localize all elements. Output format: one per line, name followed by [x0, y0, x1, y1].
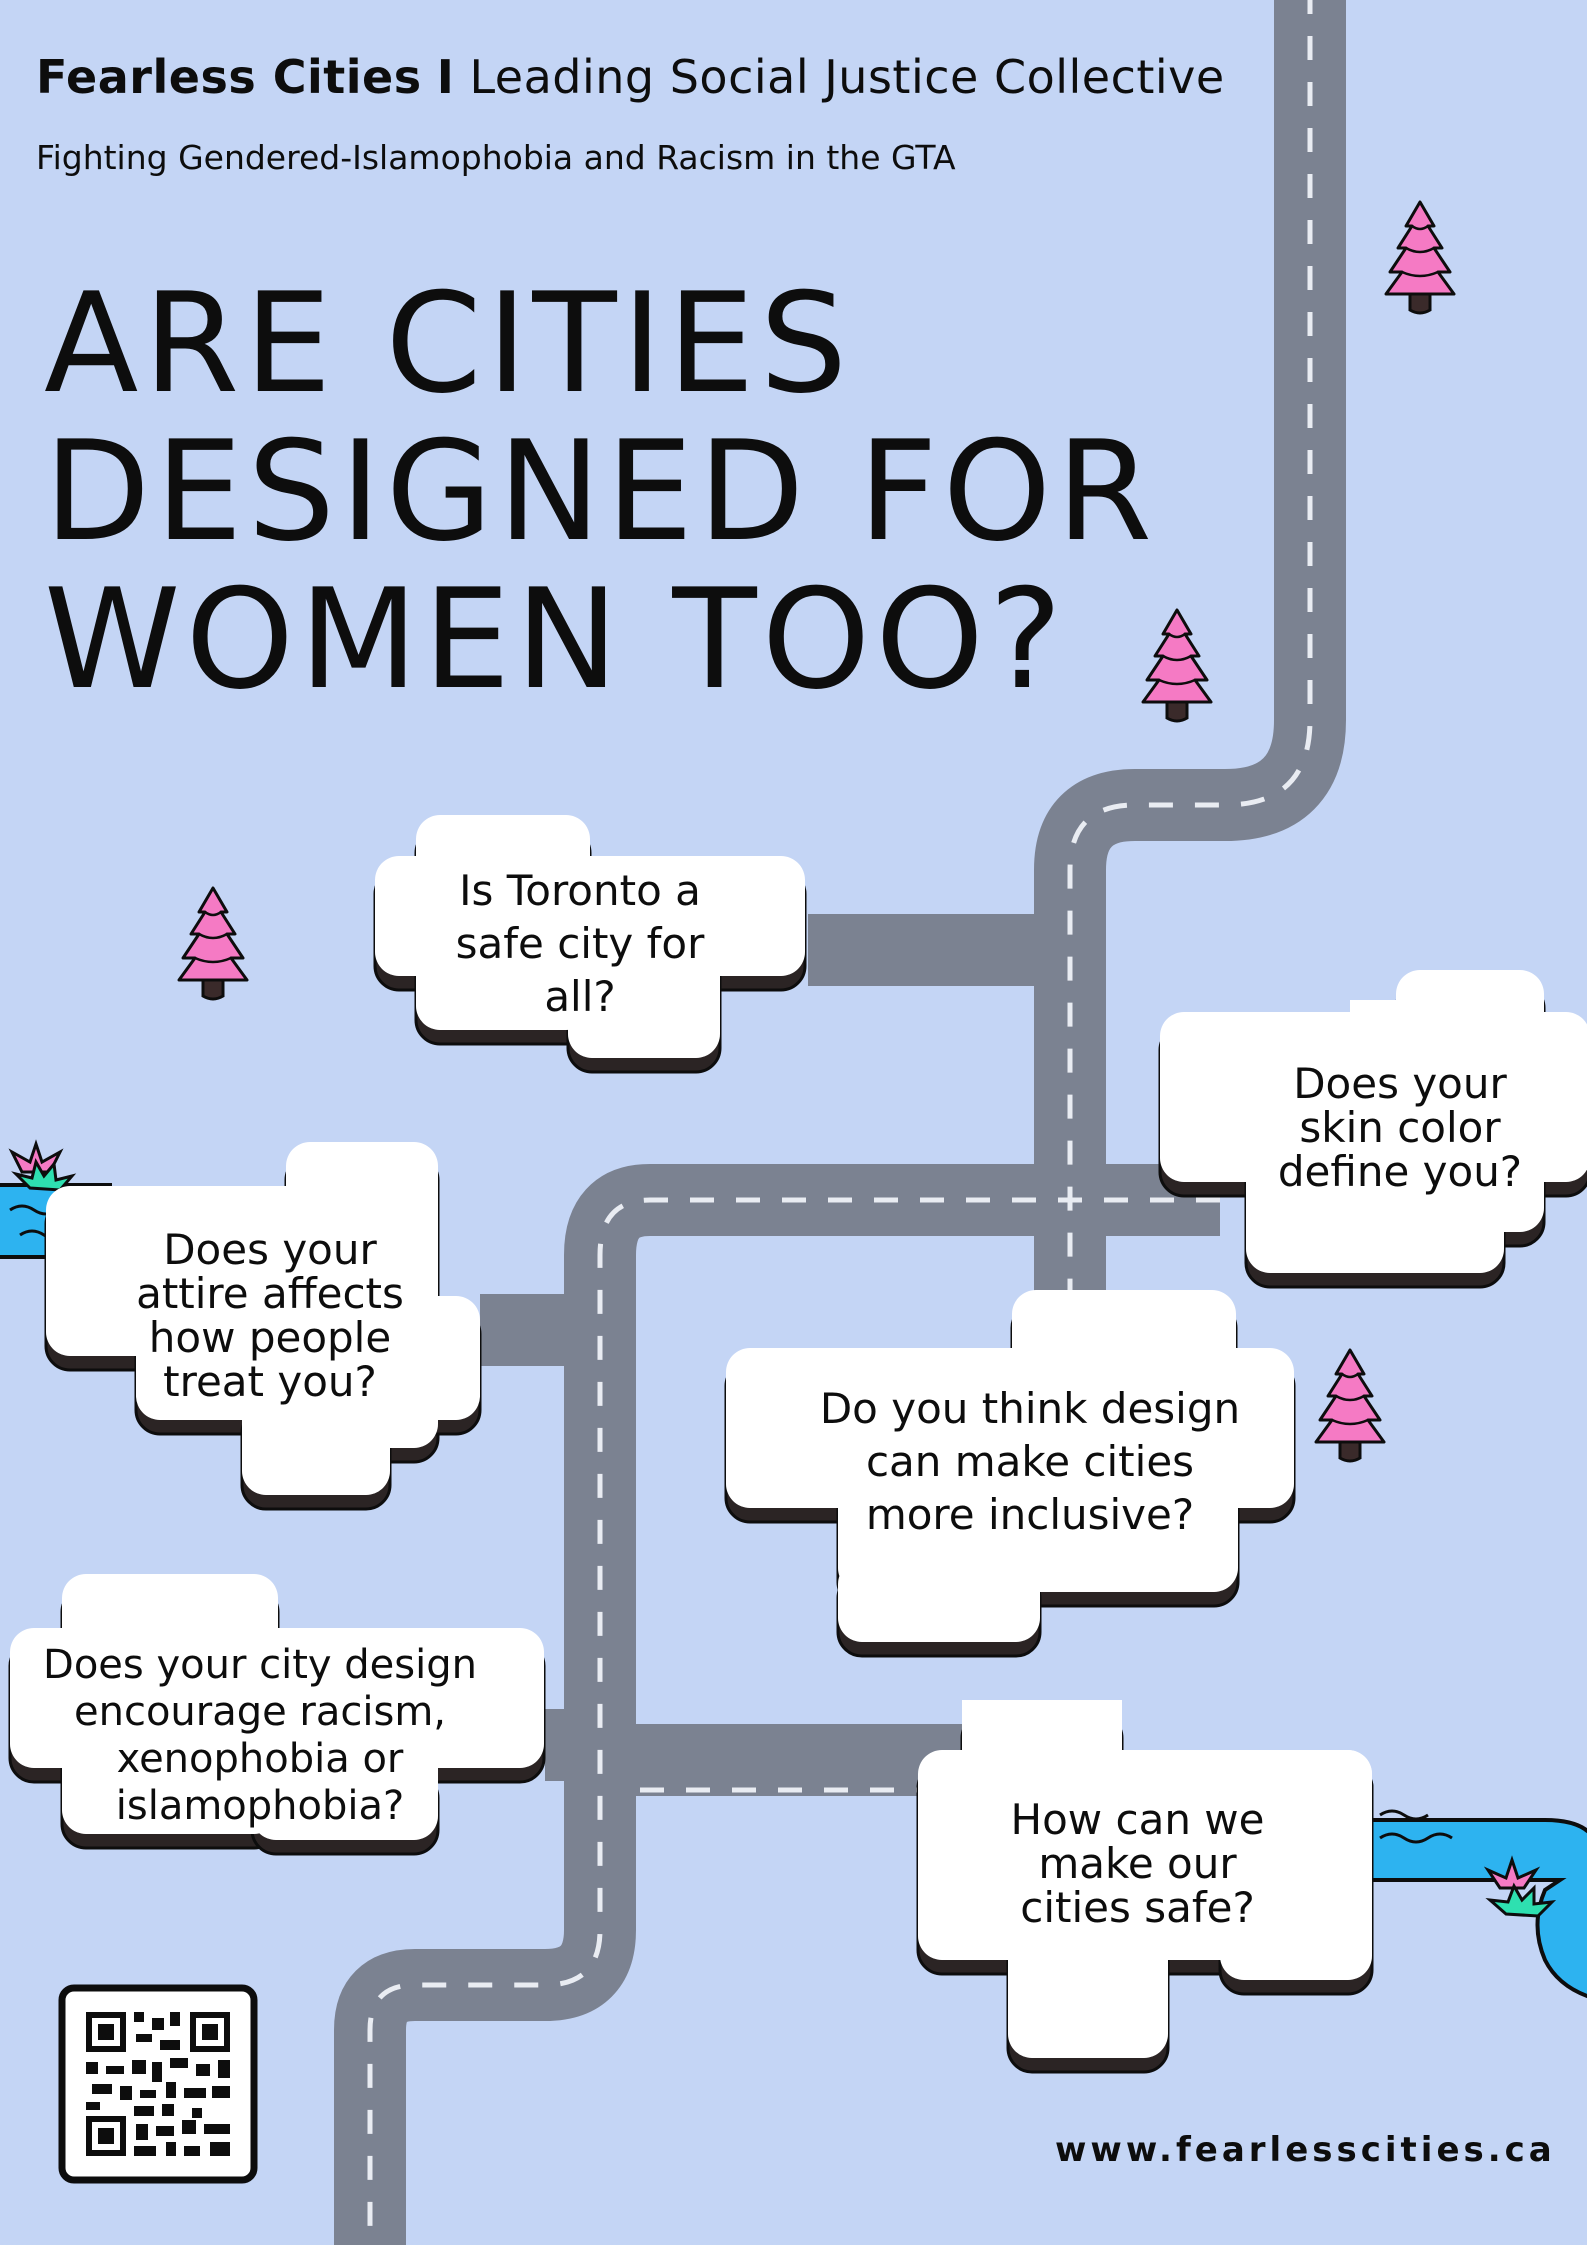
question-line: skin color — [1299, 1103, 1501, 1152]
question-line: how people — [148, 1313, 392, 1362]
question-line: Do you think design — [819, 1384, 1241, 1433]
question-attire: Does your attire affects how people trea… — [110, 1228, 430, 1404]
question-line: treat you? — [163, 1357, 377, 1406]
question-line: all? — [544, 972, 616, 1021]
website-link[interactable]: www.fearlesscities.ca — [1055, 2130, 1556, 2170]
question-line: define you? — [1277, 1147, 1523, 1196]
headline-line: DESIGNED FOR — [44, 411, 1158, 572]
question-line: Is Toronto a — [459, 866, 701, 915]
question-line: cities safe? — [1020, 1883, 1255, 1932]
headline: ARE CITIES DESIGNED FOR WOMEN TOO? — [44, 270, 1157, 714]
question-line: xenophobia or — [116, 1736, 404, 1782]
header-subtitle: Fighting Gendered-Islamophobia and Racis… — [36, 138, 956, 177]
question-line: attire affects — [136, 1269, 404, 1318]
question-line: make our — [1038, 1839, 1237, 1888]
question-line: encourage racism, — [73, 1689, 447, 1735]
question-line: safe city for — [455, 919, 705, 968]
question-line: How can we — [1010, 1795, 1265, 1844]
org-name: Fearless Cities — [36, 50, 422, 104]
question-line: Does your city design — [43, 1642, 477, 1688]
tree-icon — [177, 886, 249, 1001]
qr-code-icon — [58, 1984, 258, 2184]
tree-icon — [1314, 1348, 1386, 1463]
question-cities-safe: How can we make our cities safe? — [960, 1798, 1315, 1930]
question-line: more inclusive? — [865, 1490, 1195, 1539]
lily-icon — [8, 1139, 77, 1192]
question-line: islamophobia? — [115, 1783, 405, 1829]
org-separator: I — [436, 50, 455, 104]
org-tagline: Leading Social Justice Collective — [469, 50, 1225, 104]
question-design-inclusive: Do you think design can make cities more… — [770, 1382, 1290, 1541]
question-line: can make cities — [865, 1437, 1195, 1486]
headline-line: ARE CITIES — [44, 263, 853, 424]
tree-icon — [1384, 200, 1456, 315]
headline-line: WOMEN TOO? — [44, 559, 1068, 720]
question-skin-color: Does your skin color define you? — [1250, 1062, 1550, 1194]
question-toronto-safe: Is Toronto a safe city for all? — [415, 864, 745, 1023]
question-line: Does your — [1293, 1059, 1507, 1108]
question-card-shapes — [8, 815, 1587, 2074]
road-network — [334, 0, 1346, 2245]
lily-icon — [1483, 1855, 1557, 1918]
question-city-design-racism: Does your city design encourage racism, … — [20, 1642, 500, 1830]
header-title: Fearless Cities I Leading Social Justice… — [36, 50, 1225, 104]
question-line: Does your — [163, 1225, 377, 1274]
